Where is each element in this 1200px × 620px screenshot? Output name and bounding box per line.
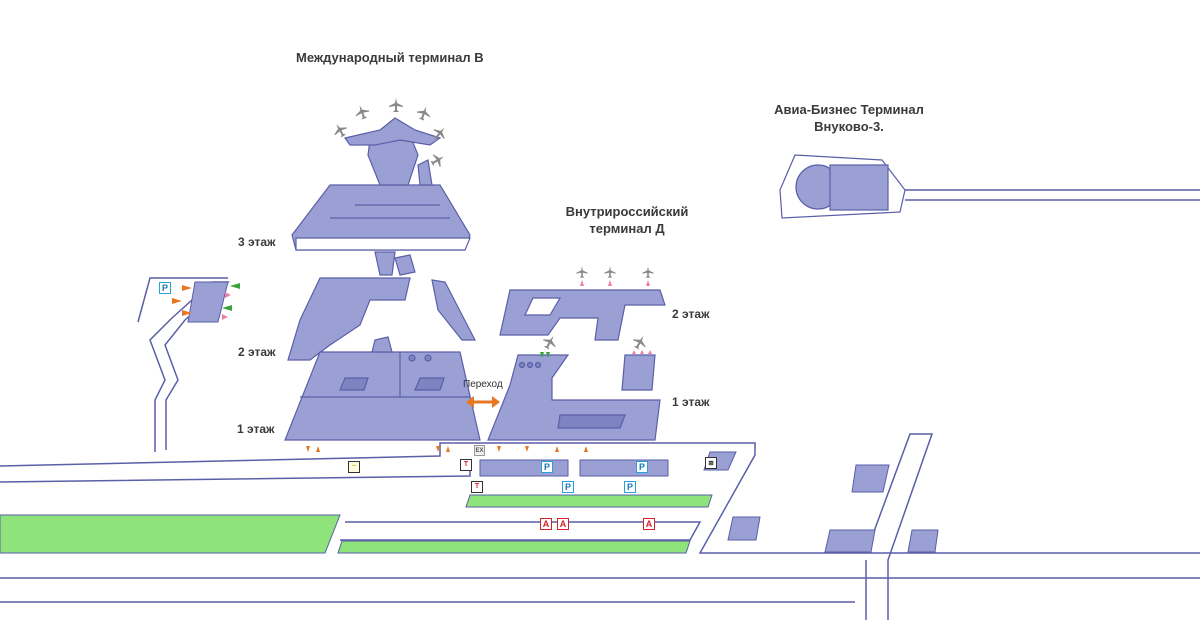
terminal-b-floor3-base	[295, 237, 471, 251]
passage-arrow	[466, 396, 500, 408]
business-terminal-title: Авиа-Бизнес Терминал Внуково-3.	[758, 101, 940, 135]
arrow-icon	[306, 446, 310, 452]
arrow-icon	[316, 446, 320, 452]
bus-icon: A	[540, 518, 552, 530]
block-east-2	[851, 464, 890, 493]
green-area-left	[0, 514, 341, 554]
airplane-icon	[604, 266, 616, 278]
arrow-icon	[436, 446, 440, 452]
terminal-d-title: Внутрироссийский терминал Д	[556, 203, 698, 237]
exit-icon: ЕХ	[474, 445, 485, 456]
terminal-d-floor2-label: 2 этаж	[672, 307, 710, 321]
terminal-b-floor2	[287, 277, 411, 361]
arrow-icon	[546, 352, 550, 358]
green-areas	[0, 494, 713, 554]
arrow-icon	[608, 280, 612, 286]
green-area-mid	[337, 540, 691, 554]
train-icon: ~	[348, 461, 360, 473]
parking-icon: P	[159, 282, 171, 294]
bus-icon: A	[557, 518, 569, 530]
terminal-b	[284, 117, 481, 441]
arrow-icon	[446, 446, 450, 452]
business-terminal	[779, 154, 906, 219]
terminal-b-floor2-connector	[374, 251, 396, 276]
block-east-5	[907, 529, 939, 553]
arrow-icon	[540, 352, 544, 358]
terminal-b-floor1	[284, 351, 481, 441]
arrow-icon	[584, 446, 588, 452]
terminal-d-floor1-label: 1 этаж	[672, 395, 710, 409]
arrow-icon	[632, 350, 636, 354]
green-area-parking	[465, 494, 713, 508]
parking-icon: P	[636, 461, 648, 473]
airplane-icon	[416, 106, 431, 121]
green-arrows	[222, 283, 550, 358]
terminal-b-floor1-dome	[371, 336, 393, 353]
arrow-icon	[580, 280, 584, 286]
arrow-icon	[525, 446, 529, 452]
airplane-icon	[389, 98, 403, 112]
arrow-icon	[648, 350, 652, 354]
arrow-icon	[172, 298, 182, 304]
airplane-icon	[642, 266, 654, 278]
terminal-d-title-line2: терминал Д	[589, 221, 665, 236]
baggage-icon: ⧈	[705, 457, 717, 469]
pink-arrows	[222, 280, 652, 354]
taxi-icon: T	[460, 459, 472, 471]
terminal-b-floor1-label: 1 этаж	[237, 422, 275, 436]
terminal-d-title-line1: Внутрироссийский	[565, 204, 689, 219]
arrow-icon	[555, 446, 559, 452]
block-east-4	[824, 529, 876, 553]
airplane-icon	[334, 123, 348, 138]
terminal-b-floor3-label: 3 этаж	[238, 235, 276, 249]
airplane-icon	[576, 266, 588, 278]
arrow-icon	[225, 292, 231, 298]
terminal-b-floor2-label: 2 этаж	[238, 345, 276, 359]
passage-label: Переход	[463, 379, 503, 390]
arrow-icon	[182, 310, 192, 316]
road-main-top	[0, 442, 1200, 554]
road-east-vertical-2	[865, 433, 934, 620]
terminal-b-tower-arms	[343, 117, 442, 146]
business-terminal-title-line2: Внуково-3.	[814, 119, 884, 134]
parking-block-left	[187, 281, 229, 323]
airplane-icon	[430, 154, 445, 168]
arrow-icon	[222, 305, 232, 311]
parking-lot-1	[479, 459, 569, 477]
parking-icon: P	[541, 461, 553, 473]
terminal-b-tower	[367, 139, 419, 186]
arrow-icon	[646, 280, 650, 286]
parking-icon: P	[624, 481, 636, 493]
airplane-icon	[433, 127, 445, 141]
terminal-d-floor1-annex	[621, 354, 656, 391]
bus-icon: A	[643, 518, 655, 530]
terminal-b-title: Международный терминал В	[296, 50, 484, 65]
terminal-b-tower-side	[417, 159, 433, 186]
arrow-icon	[182, 285, 192, 291]
block-east-3	[727, 516, 761, 541]
arrow-icon	[640, 350, 644, 354]
parking-blocks	[187, 281, 939, 553]
parking-lot-2	[579, 459, 669, 477]
terminal-d	[487, 289, 666, 441]
taxi-icon: T	[471, 481, 483, 493]
arrow-icon	[222, 314, 228, 320]
road-lane-a	[340, 521, 702, 541]
entry-arrows	[172, 285, 588, 452]
parking-icon: P	[562, 481, 574, 493]
terminal-b-floor2-spur	[394, 254, 416, 276]
arrow-icon	[230, 283, 240, 289]
airplane-icon	[632, 335, 646, 350]
road-parking-loop	[137, 277, 228, 323]
airplanes	[334, 98, 654, 350]
airplane-icon	[542, 335, 556, 350]
arrow-icon	[497, 446, 501, 452]
airplane-icon	[355, 105, 370, 120]
terminal-b-floor2-right	[431, 279, 476, 341]
terminal-d-floor2-cut	[524, 297, 562, 316]
business-terminal-title-line1: Авиа-Бизнес Терминал	[774, 102, 924, 117]
